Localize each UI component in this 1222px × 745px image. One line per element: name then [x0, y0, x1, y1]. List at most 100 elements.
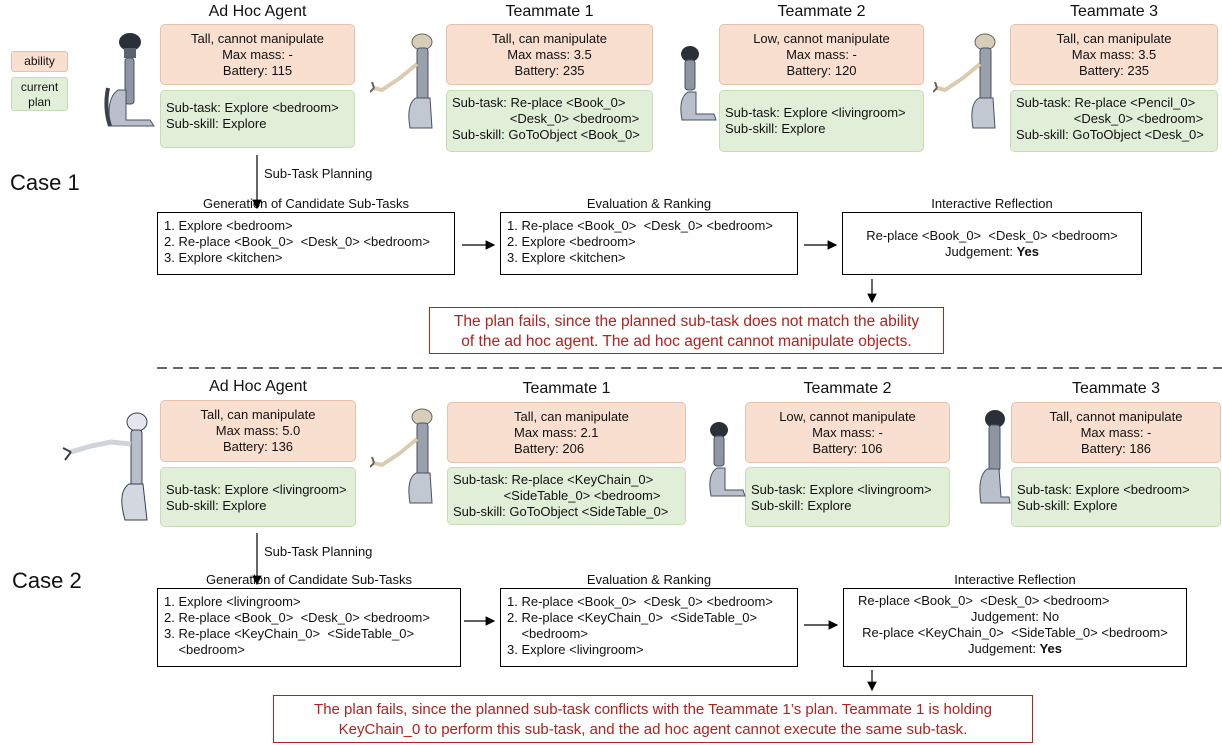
- case2-adhoc-ability: Tall, can manipulate Max mass: 5.0 Batte…: [160, 400, 356, 462]
- plan-line: <Desk_0> <bedroom>: [452, 111, 640, 126]
- case2-agent-title-teammate2: Teammate 2: [803, 380, 892, 397]
- plan-line: Sub-task: Re-place <Book_0>: [452, 95, 626, 110]
- case2-step-title-evaluation: Evaluation & Ranking: [586, 572, 712, 587]
- case1-agent-title-adhoc: Ad Hoc Agent: [208, 3, 307, 20]
- ability-line: Low, cannot manipulate: [753, 31, 890, 46]
- case1-reflection-box: Re-place <Book_0> <Desk_0> <bedroom> Jud…: [842, 212, 1142, 275]
- candidate-line: 2. Re-place <Book_0> <Desk_0> <bedroom>: [164, 234, 430, 249]
- robot-tall-arm-icon: [62, 412, 148, 521]
- case1-generation-box: 1. Explore <bedroom> 2. Re-place <Book_0…: [157, 212, 455, 275]
- ranked-line: 2. Re-place <KeyChain_0> <SideTable_0>: [507, 610, 758, 625]
- fail-line: KeyChain_0 to perform this sub-task, and…: [338, 721, 968, 738]
- fail-line: The plan fails, since the planned sub-ta…: [314, 701, 992, 718]
- case1-teammate3-ability: Tall, can manipulate Max mass: 3.5 Batte…: [1010, 24, 1218, 85]
- ability-line: Max mass: 3.5: [507, 47, 592, 62]
- plan-line: Sub-task: Explore <livingroom>: [725, 105, 906, 120]
- ranked-line: 1. Re-place <Book_0> <Desk_0> <bedroom>: [507, 594, 773, 609]
- ability-line: Tall, can manipulate: [492, 31, 607, 46]
- robot-tall-arm-icon: [370, 33, 433, 129]
- case1-agent-title-teammate1: Teammate 1: [505, 3, 594, 20]
- legend-current-plan: current plan: [11, 77, 68, 111]
- plan-line: Sub-task: Explore <livingroom>: [166, 482, 347, 497]
- ability-line: Battery: 186: [1080, 441, 1152, 456]
- ability-line: Max mass: 5.0: [215, 423, 301, 438]
- case1-teammate2-plan: Sub-task: Explore <livingroom> Sub-skill…: [719, 90, 924, 152]
- ability-line: Max mass: -: [1080, 425, 1152, 440]
- plan-line: Sub-task: Re-place <Pencil_0>: [1016, 95, 1196, 110]
- ability-line: Max mass: 3.5: [1071, 47, 1157, 62]
- case1-fail-message: The plan fails, since the planned sub-ta…: [429, 307, 944, 354]
- case2-teammate3-plan: Sub-task: Explore <bedroom> Sub-skill: E…: [1011, 467, 1221, 527]
- case1-agent-title-teammate3: Teammate 3: [1069, 3, 1159, 20]
- robot-tall-arm-icon: [370, 408, 433, 504]
- case1-teammate1-plan: Sub-task: Re-place <Book_0> <Desk_0> <be…: [446, 90, 653, 152]
- case1-adhoc-plan: Sub-task: Explore <bedroom> Sub-skill: E…: [160, 90, 355, 148]
- case1-step-title-reflection: Interactive Reflection: [931, 196, 1053, 211]
- ability-line: Max mass: -: [222, 47, 293, 62]
- plan-line: Sub-skill: Explore: [725, 121, 826, 136]
- fail-line: of the ad hoc agent. The ad hoc agent ca…: [461, 333, 912, 350]
- case2-agent-title-teammate3: Teammate 3: [1071, 380, 1161, 397]
- robot-tall-arm-icon: [933, 33, 996, 129]
- reflection-line: Re-place <KeyChain_0> <SideTable_0> <bed…: [862, 625, 1168, 640]
- fail-line: The plan fails, since the planned sub-ta…: [453, 313, 920, 330]
- candidate-line: 2. Re-place <Book_0> <Desk_0> <bedroom>: [164, 610, 430, 625]
- plan-line: Sub-skill: GoToObject <Desk_0>: [1016, 127, 1204, 142]
- plan-line: Sub-task: Explore <bedroom>: [1017, 482, 1190, 497]
- plan-line: <SideTable_0> <bedroom>: [453, 488, 661, 503]
- robot-low-icon: [709, 422, 746, 497]
- judgement-value: Yes: [1039, 641, 1062, 656]
- ranked-line: <bedroom>: [507, 626, 588, 641]
- plan-line: Sub-skill: GoToObject <Book_0>: [452, 127, 640, 142]
- ranked-line: 3. Explore <livingroom>: [507, 642, 644, 657]
- ability-line: Tall, cannot manipulate: [191, 31, 324, 46]
- candidate-line: 1. Explore <bedroom>: [164, 218, 293, 233]
- judgement-label: Judgement:: [945, 244, 1017, 259]
- case2-adhoc-plan: Sub-task: Explore <livingroom> Sub-skill…: [160, 467, 356, 527]
- candidate-line: 1. Explore <livingroom>: [164, 594, 301, 609]
- case2-subtask-planning-label: Sub-Task Planning: [264, 544, 373, 559]
- plan-line: Sub-skill: Explore: [751, 498, 852, 513]
- ability-line: Battery: 120: [786, 63, 857, 78]
- ability-line: Tall, can manipulate: [200, 407, 316, 422]
- case1-agent-title-teammate2: Teammate 2: [777, 3, 866, 20]
- plan-line: Sub-skill: Explore: [166, 116, 267, 131]
- ability-line: Battery: 106: [812, 441, 883, 456]
- case2-evaluation-box: 1. Re-place <Book_0> <Desk_0> <bedroom> …: [500, 588, 798, 667]
- judgement-line: Judgement: Yes: [849, 244, 1135, 260]
- robot-tall-no-arm-icon: [104, 33, 155, 127]
- plan-line: Sub-task: Re-place <KeyChain_0>: [453, 472, 654, 487]
- ability-line: Battery: 235: [514, 63, 585, 78]
- reflection-line: Re-place <Book_0> <Desk_0> <bedroom>: [866, 228, 1118, 243]
- ability-line: Battery: 206: [514, 441, 585, 456]
- case2-generation-box: 1. Explore <livingroom> 2. Re-place <Boo…: [157, 588, 461, 667]
- case2-label: Case 2: [12, 568, 82, 593]
- ability-line: Low, cannot manipulate: [779, 409, 916, 424]
- plan-line: Sub-skill: Explore: [166, 498, 267, 513]
- ranked-line: 2. Explore <bedroom>: [507, 234, 636, 249]
- case2-agent-title-teammate1: Teammate 1: [522, 380, 611, 397]
- ability-line: Battery: 115: [222, 63, 293, 78]
- case2-teammate2-ability: Low, cannot manipulate Max mass: - Batte…: [745, 402, 950, 463]
- plan-line: Sub-skill: Explore: [1017, 498, 1118, 513]
- case1-subtask-planning-label: Sub-Task Planning: [264, 166, 373, 181]
- robot-tall-no-arm-icon: [979, 410, 1011, 504]
- judgement-value: Yes: [1016, 244, 1039, 259]
- candidate-line: 3. Re-place <KeyChain_0> <SideTable_0>: [164, 626, 415, 641]
- case2-teammate2-plan: Sub-task: Explore <livingroom> Sub-skill…: [745, 467, 950, 527]
- case1-teammate2-ability: Low, cannot manipulate Max mass: - Batte…: [719, 24, 924, 85]
- case1-label: Case 1: [10, 170, 80, 195]
- case1-step-title-evaluation: Evaluation & Ranking: [586, 196, 712, 211]
- ranked-line: 1. Re-place <Book_0> <Desk_0> <bedroom>: [507, 218, 773, 233]
- legend-ability: ability: [11, 51, 68, 72]
- ability-line: Max mass: -: [786, 47, 857, 62]
- case2-fail-message: The plan fails, since the planned sub-ta…: [273, 695, 1033, 743]
- plan-line: <Desk_0> <bedroom>: [1016, 111, 1204, 126]
- ability-line: Battery: 136: [222, 439, 294, 454]
- judgement-line: Judgement: No: [970, 609, 1060, 624]
- case2-teammate3-ability: Tall, cannot manipulate Max mass: - Batt…: [1011, 402, 1221, 463]
- case1-teammate3-plan: Sub-task: Re-place <Pencil_0> <Desk_0> <…: [1010, 90, 1218, 152]
- case1-adhoc-ability: Tall, cannot manipulate Max mass: - Batt…: [160, 24, 355, 85]
- judgement-label: Judgement:: [968, 641, 1040, 656]
